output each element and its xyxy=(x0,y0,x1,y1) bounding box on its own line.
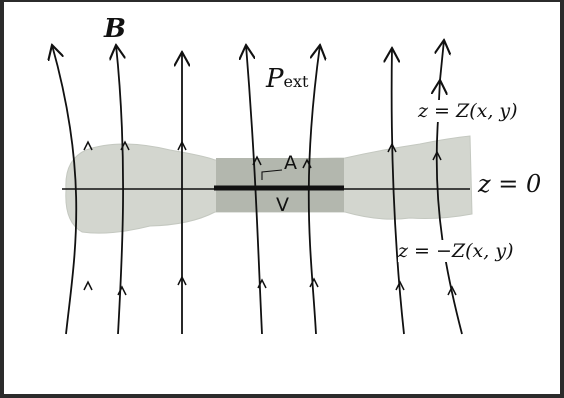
control-volume xyxy=(216,158,344,212)
field-line-6 xyxy=(392,48,405,335)
field-line-7 xyxy=(437,80,463,335)
area-pointer xyxy=(261,169,283,180)
field-line-7-top xyxy=(440,40,444,81)
field-line-2 xyxy=(116,45,123,335)
lower-surface-label: z = −Z(x, y) xyxy=(398,240,514,262)
area-label: A xyxy=(284,152,297,174)
pressure-sub: ext xyxy=(283,72,309,91)
volume-label: V xyxy=(276,194,289,216)
field-label-b: B xyxy=(104,14,126,44)
field-line-1 xyxy=(52,45,78,335)
upper-surface-label: z = Z(x, y) xyxy=(418,100,518,122)
field-lines xyxy=(52,40,463,335)
field-line-4 xyxy=(246,45,263,335)
pressure-label: Pext xyxy=(266,64,308,94)
field-line-5 xyxy=(307,45,320,335)
pressure-base: P xyxy=(266,64,284,94)
field-chevrons xyxy=(83,140,457,296)
midplane-label: z = 0 xyxy=(478,170,542,198)
